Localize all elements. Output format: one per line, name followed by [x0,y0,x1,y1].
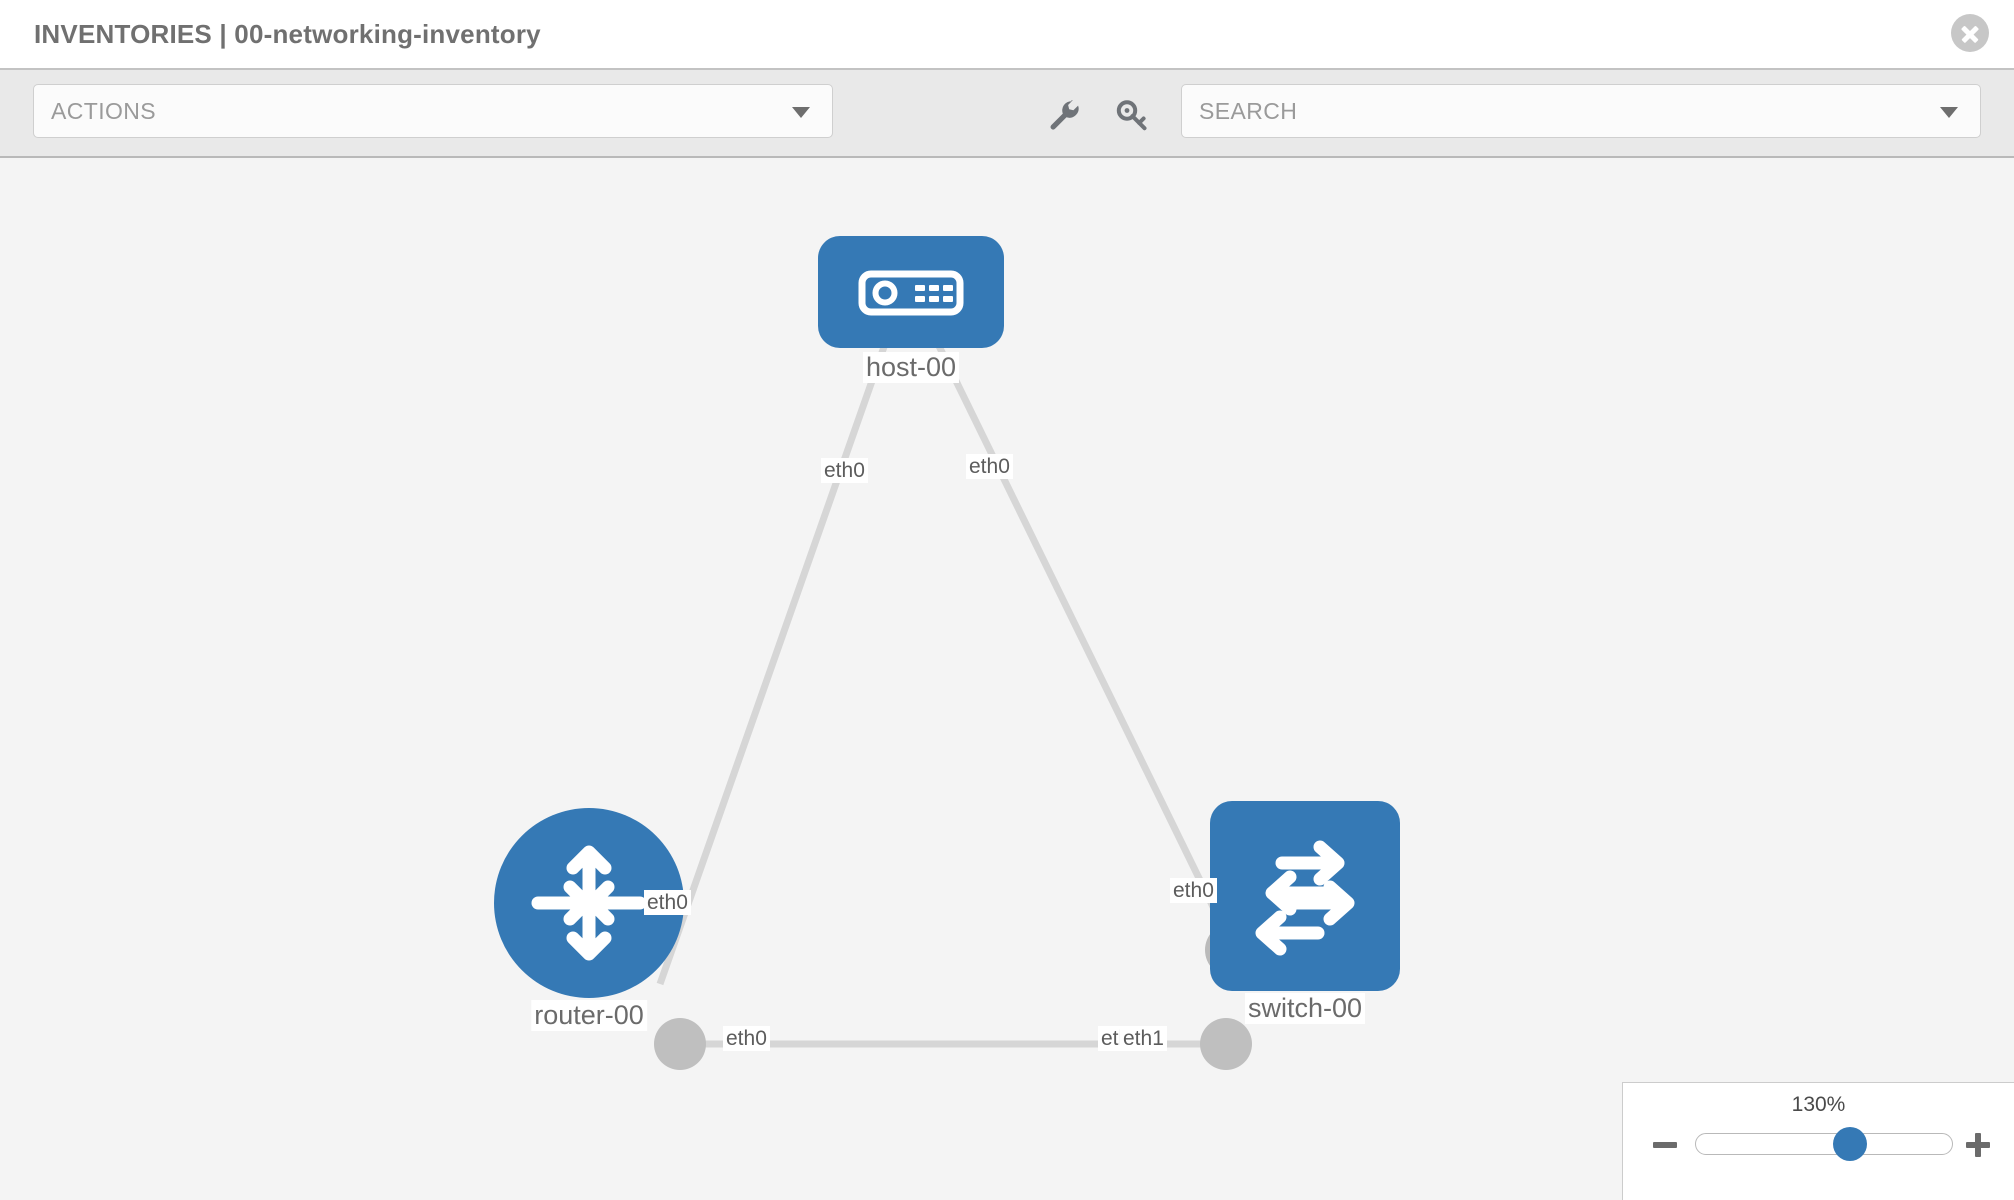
zoom-in-button[interactable] [1964,1131,1992,1159]
zoom-out-button[interactable] [1651,1131,1679,1159]
zoom-level-value: 130% [1791,1093,1846,1116]
window-header: INVENTORIES | 00-networking-inventory [0,0,2014,68]
switch-icon [1255,840,1355,956]
node-switch-00[interactable]: switch-00 [1210,801,1400,1025]
node-router-00-shape [494,808,684,998]
close-icon[interactable] [1951,14,1989,52]
node-switch-00-shape [1210,801,1400,991]
search-placeholder: SEARCH [1199,97,1298,124]
wrench-icon[interactable] [1047,98,1081,132]
topology-canvas[interactable]: host-00 [0,158,2014,1200]
actions-dropdown-label: ACTIONS [51,97,157,124]
actions-dropdown[interactable]: ACTIONS [33,84,833,138]
key-icon[interactable] [1115,98,1149,132]
router-icon [531,845,647,961]
edge-label-router00-eth0: eth0 [723,1026,770,1052]
server-icon [858,270,964,316]
page-title: INVENTORIES | 00-networking-inventory [34,18,541,49]
connector-switch00-eth0 [1200,1018,1252,1070]
node-router-00-label: router-00 [531,1000,647,1032]
edge-label-host00-eth0-left: eth0 [821,458,868,484]
edge-host00-router00 [656,342,889,986]
edge-label-switch00-uplink-eth0: eth0 [1170,878,1217,904]
chevron-down-icon [792,107,810,118]
node-router-00[interactable]: router-00 [494,808,684,1032]
node-host-00[interactable]: host-00 [818,236,1004,384]
edge-host00-switch00 [934,342,1242,960]
node-host-00-label: host-00 [862,352,960,384]
edge-label-host00-eth0-right: eth0 [966,454,1013,480]
node-host-00-shape [818,236,1004,348]
node-switch-00-label: switch-00 [1244,993,1366,1025]
search-input[interactable]: SEARCH [1181,84,1981,138]
zoom-slider-thumb[interactable] [1833,1127,1867,1161]
edge-label-router00-uplink-eth0: eth0 [644,890,691,916]
zoom-control-panel: 130% [1622,1082,2014,1200]
edge-label-switch00-eth1: eth1 [1120,1026,1167,1052]
zoom-slider[interactable] [1695,1127,1953,1161]
chevron-down-icon[interactable] [1940,107,1958,118]
toolbar: ACTIONS SEARCH [0,68,2014,158]
connector-router00-eth0 [654,1018,706,1070]
topology-graph [654,342,1259,1070]
